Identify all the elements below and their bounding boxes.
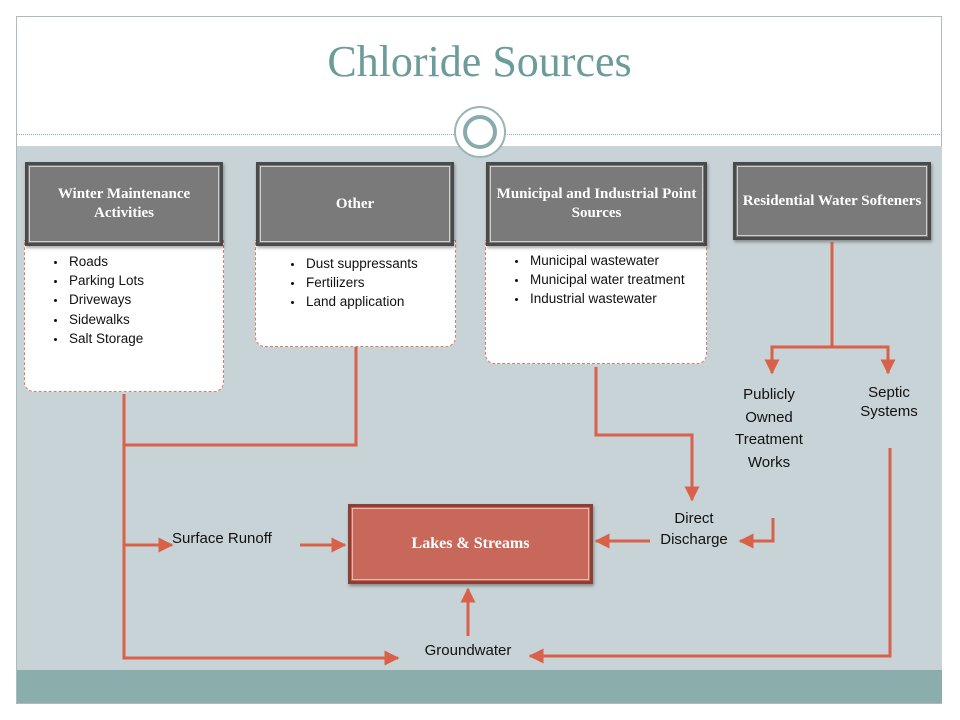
point-sources-header: Municipal and Industrial Point Sources: [486, 162, 707, 246]
list-item: Salt Storage: [67, 330, 223, 348]
slide-title: Chloride Sources: [327, 37, 632, 86]
runoff-trunk-line: [124, 347, 358, 447]
septic-systems-label: Septic Systems: [860, 384, 918, 420]
lakes-and-streams-label: Lakes & Streams: [411, 535, 530, 552]
softeners-to-potw-arrow: [764, 345, 832, 375]
list-item: Parking Lots: [67, 272, 223, 290]
winter-maintenance-header: Winter Maintenance Activities: [25, 162, 223, 246]
list-item: Driveways: [67, 291, 223, 309]
list-item: Roads: [67, 253, 223, 271]
winter-maintenance-list-box: Roads Parking Lots Driveways Sidewalks S…: [24, 240, 224, 392]
winter-maintenance-label: Winter Maintenance Activities: [57, 186, 191, 221]
residential-softeners-header: Residential Water Softeners: [733, 162, 931, 240]
groundwater-label: Groundwater: [424, 642, 512, 659]
point-sources-to-discharge-arrow: [594, 367, 700, 502]
direct-discharge-label: Direct Discharge: [660, 510, 728, 548]
potw-to-discharge-arrow: [738, 518, 775, 549]
circle-ornament-inner: [463, 115, 497, 149]
point-sources-list-box: Municipal wastewater Municipal water tre…: [485, 240, 707, 364]
septic-to-groundwater-arrow: [528, 448, 892, 664]
point-sources-label: Municipal and Industrial Point Sources: [496, 186, 697, 221]
potw-label: Publicly Owned Treatment Works: [735, 386, 803, 471]
winter-to-groundwater-arrow: [122, 394, 400, 666]
footer-band: [17, 670, 942, 703]
other-header: Other: [256, 162, 454, 246]
list-item: Municipal water treatment: [528, 271, 688, 289]
divider-circle-ornament: [454, 106, 506, 158]
softeners-to-septic-arrow: [832, 345, 896, 375]
list-item: Industrial wastewater: [528, 290, 688, 308]
list-item: Municipal wastewater: [528, 252, 688, 270]
list-item: Sidewalks: [67, 311, 223, 329]
other-label: Other: [335, 195, 375, 212]
list-item: Dust suppressants: [304, 255, 435, 273]
other-list-box: Dust suppressants Fertilizers Land appli…: [255, 240, 456, 347]
residential-softeners-label: Residential Water Softeners: [742, 192, 922, 209]
list-item: Fertilizers: [304, 274, 435, 292]
surface-runoff-label: Surface Runoff: [172, 530, 272, 547]
list-item: Land application: [304, 293, 435, 311]
lakes-and-streams-box: Lakes & Streams: [348, 504, 593, 584]
